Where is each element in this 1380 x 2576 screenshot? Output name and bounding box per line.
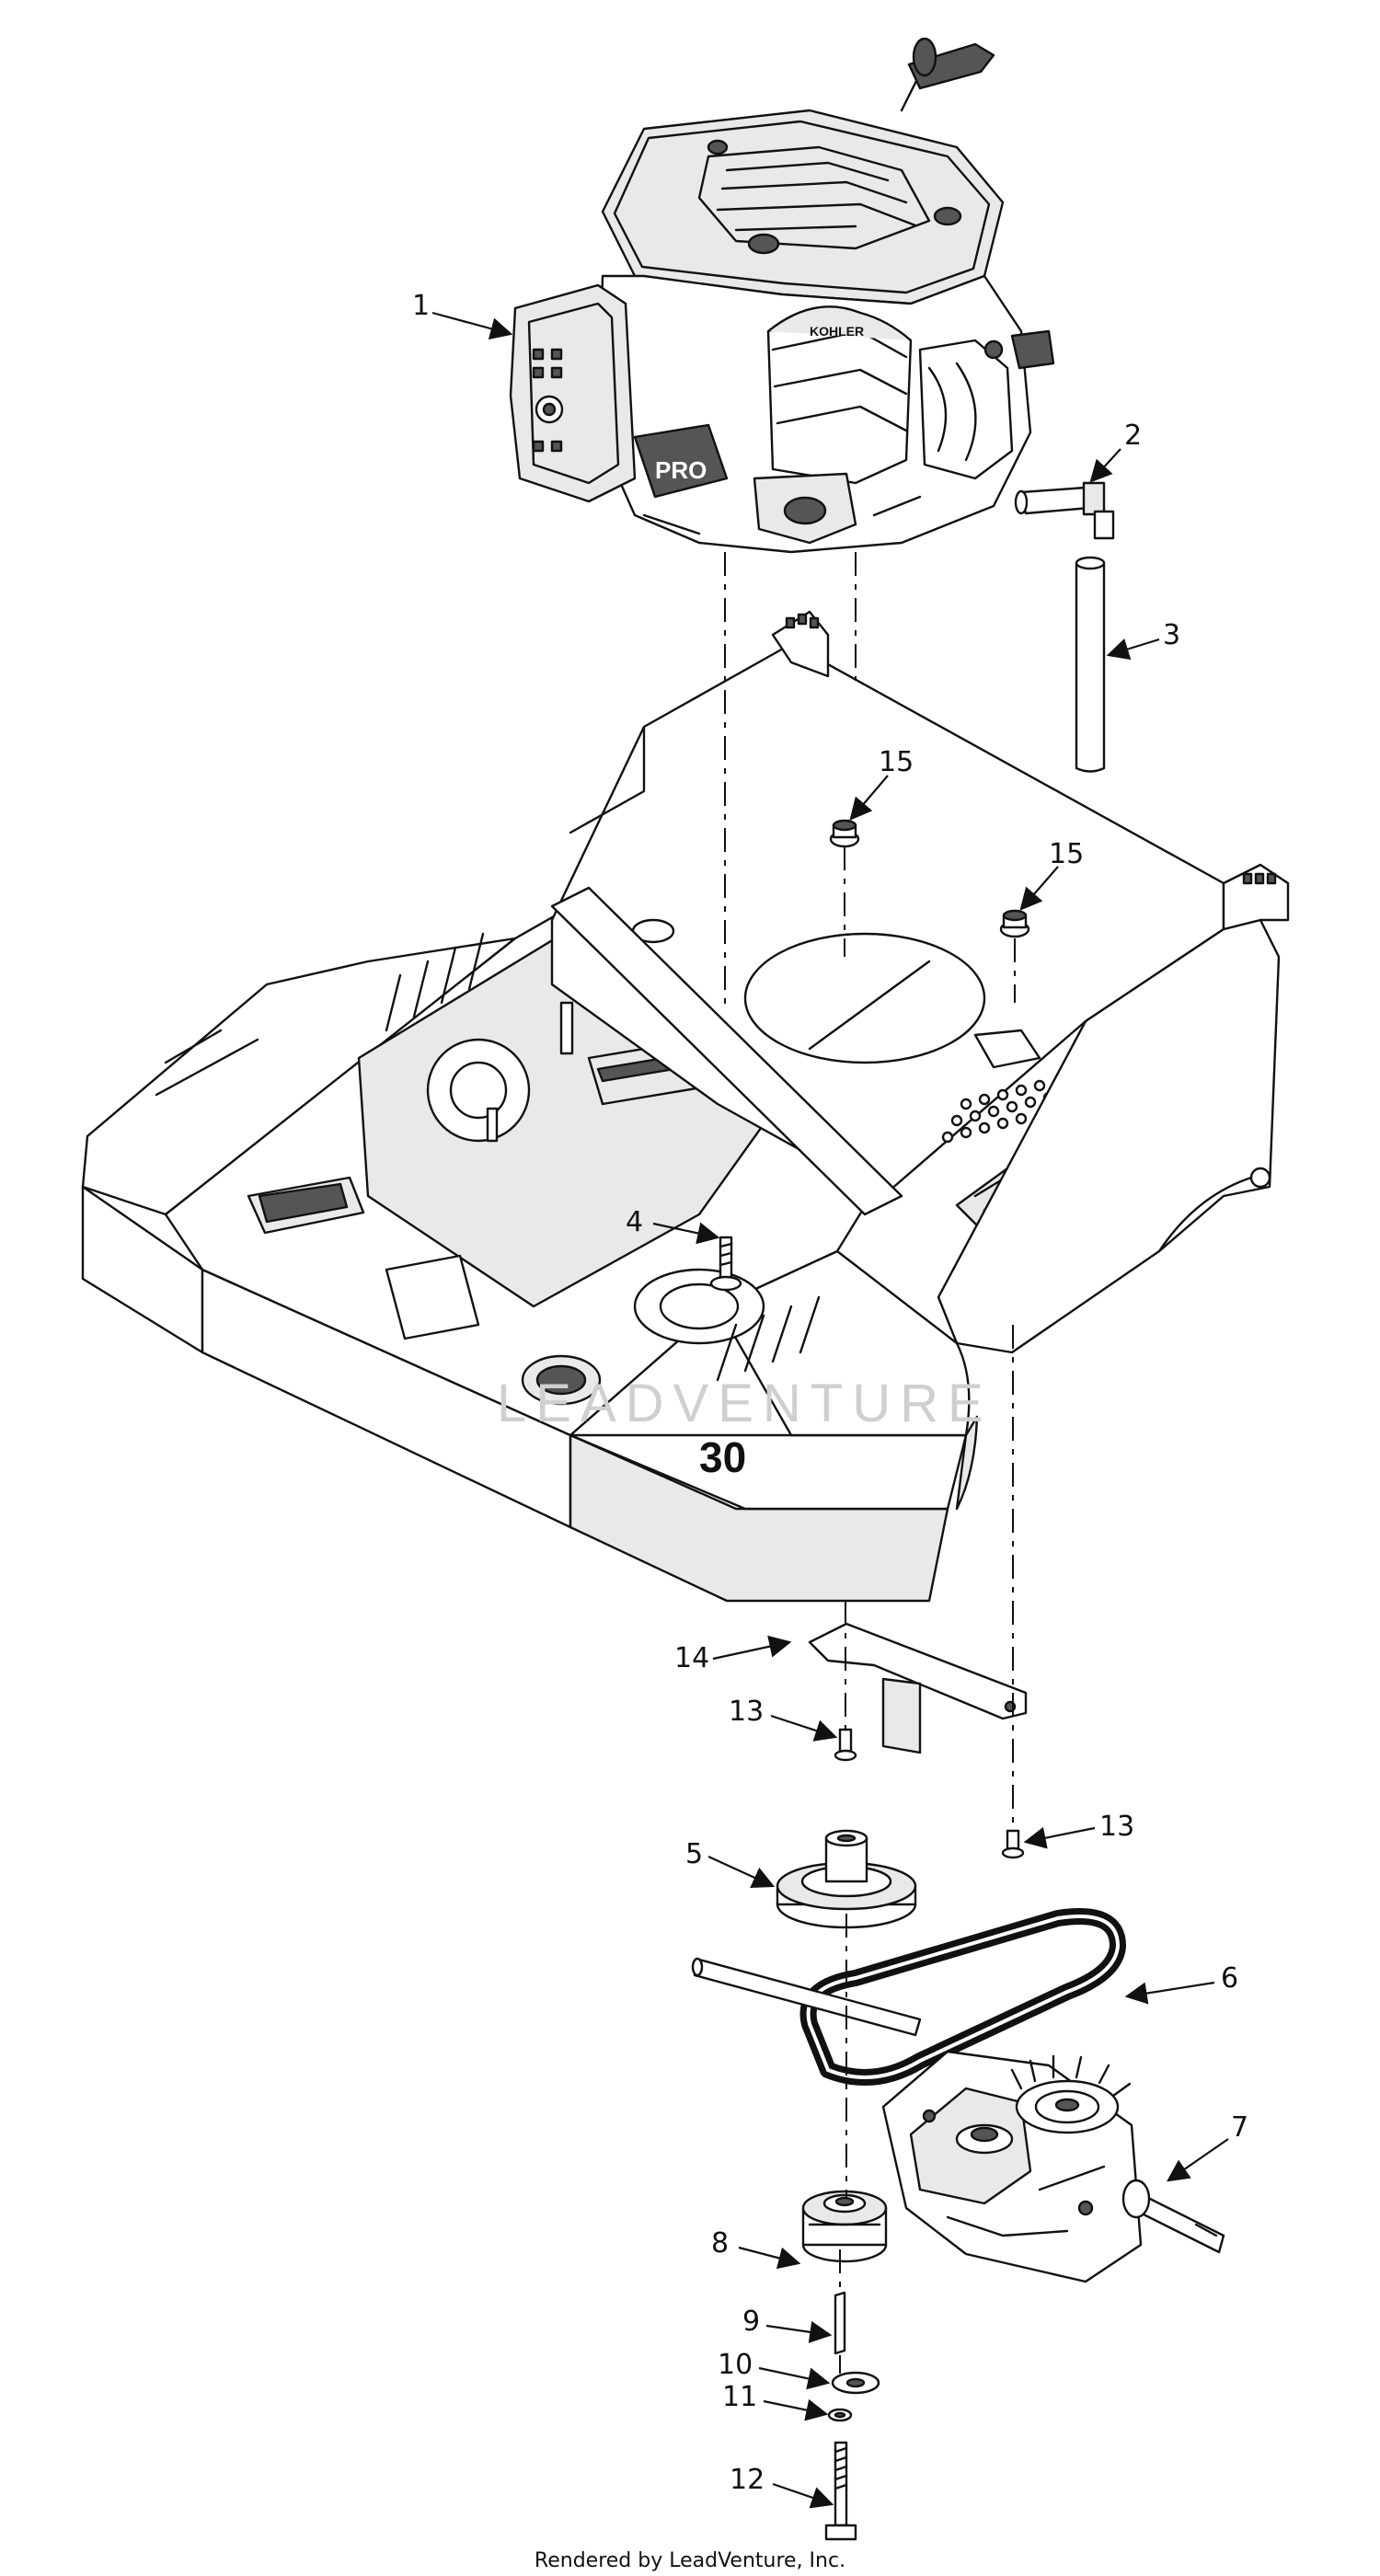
callout-13b[interactable]: 13 bbox=[1023, 1811, 1134, 1849]
flange-nut-a[interactable] bbox=[829, 819, 860, 848]
transmission-pulley[interactable] bbox=[801, 2190, 888, 2263]
callouts: 1 2 3 4 5 6 7 8 bbox=[412, 290, 1248, 2509]
callout-4[interactable]: 4 bbox=[626, 1206, 720, 1245]
callout-14[interactable]: 14 bbox=[674, 1635, 792, 1674]
callout-6[interactable]: 6 bbox=[1124, 1962, 1238, 2005]
bolt-4[interactable] bbox=[709, 1236, 742, 1292]
shoulder-screw-b[interactable] bbox=[1001, 1829, 1025, 1859]
callout-label: 14 bbox=[674, 1642, 709, 1674]
callout-13a[interactable]: 13 bbox=[729, 1696, 838, 1742]
callout-label: 10 bbox=[718, 2349, 753, 2381]
callout-15b[interactable]: 15 bbox=[1019, 838, 1084, 911]
callout-label: 7 bbox=[1231, 2111, 1248, 2144]
callout-15a[interactable]: 15 bbox=[849, 746, 914, 821]
callout-label: 12 bbox=[730, 2464, 765, 2496]
engine-assembly[interactable]: PRO KOHLER bbox=[509, 37, 1055, 554]
callout-7[interactable]: 7 bbox=[1167, 2111, 1248, 2182]
callout-label: 11 bbox=[722, 2381, 757, 2413]
callout-label: 5 bbox=[685, 1838, 703, 1870]
callout-label: 13 bbox=[1099, 1811, 1134, 1843]
washer[interactable] bbox=[831, 2371, 880, 2395]
fuel-hose[interactable] bbox=[1075, 556, 1106, 773]
shaft-key[interactable] bbox=[834, 2291, 846, 2355]
callout-2[interactable]: 2 bbox=[1089, 420, 1142, 483]
callout-label: 15 bbox=[879, 746, 914, 778]
callout-label: 9 bbox=[742, 2306, 760, 2338]
callout-8[interactable]: 8 bbox=[711, 2227, 801, 2270]
callout-10[interactable]: 10 bbox=[718, 2349, 831, 2390]
callout-label: 1 bbox=[412, 290, 430, 322]
callout-label: 13 bbox=[729, 1696, 764, 1728]
engine-pro-decal: PRO bbox=[655, 456, 707, 484]
callout-label: 3 bbox=[1163, 619, 1180, 651]
mower-deck[interactable]: 30 bbox=[81, 610, 1290, 1603]
render-credit: Rendered by LeadVenture, Inc. bbox=[535, 2549, 845, 2572]
flange-nut-b[interactable] bbox=[999, 909, 1030, 938]
callout-label: 4 bbox=[626, 1206, 643, 1238]
shoulder-screw-a[interactable] bbox=[834, 1728, 857, 1762]
callout-5[interactable]: 5 bbox=[685, 1838, 776, 1888]
callout-label: 6 bbox=[1221, 1962, 1238, 1995]
callout-3[interactable]: 3 bbox=[1106, 619, 1180, 661]
callout-label: 8 bbox=[711, 2227, 729, 2260]
drive-belt[interactable] bbox=[799, 1908, 1126, 2086]
callout-11[interactable]: 11 bbox=[722, 2381, 829, 2421]
callout-1[interactable]: 1 bbox=[412, 290, 513, 339]
engine-brand-decal: KOHLER bbox=[810, 324, 864, 339]
alignment-lines bbox=[724, 552, 1016, 2374]
callout-label: 15 bbox=[1049, 838, 1084, 870]
watermark: LEADVENTURE bbox=[497, 1374, 993, 1433]
bolt-12[interactable] bbox=[824, 2441, 857, 2541]
deck-number-decal: 30 bbox=[699, 1433, 746, 1481]
callout-label: 2 bbox=[1124, 420, 1142, 452]
engine-pulley[interactable] bbox=[776, 1829, 917, 1929]
callout-12[interactable]: 12 bbox=[730, 2464, 834, 2509]
lock-washer[interactable] bbox=[827, 2408, 853, 2422]
fuel-fitting[interactable] bbox=[1014, 481, 1115, 540]
transaxle[interactable] bbox=[881, 2050, 1225, 2283]
callout-9[interactable]: 9 bbox=[742, 2306, 833, 2343]
